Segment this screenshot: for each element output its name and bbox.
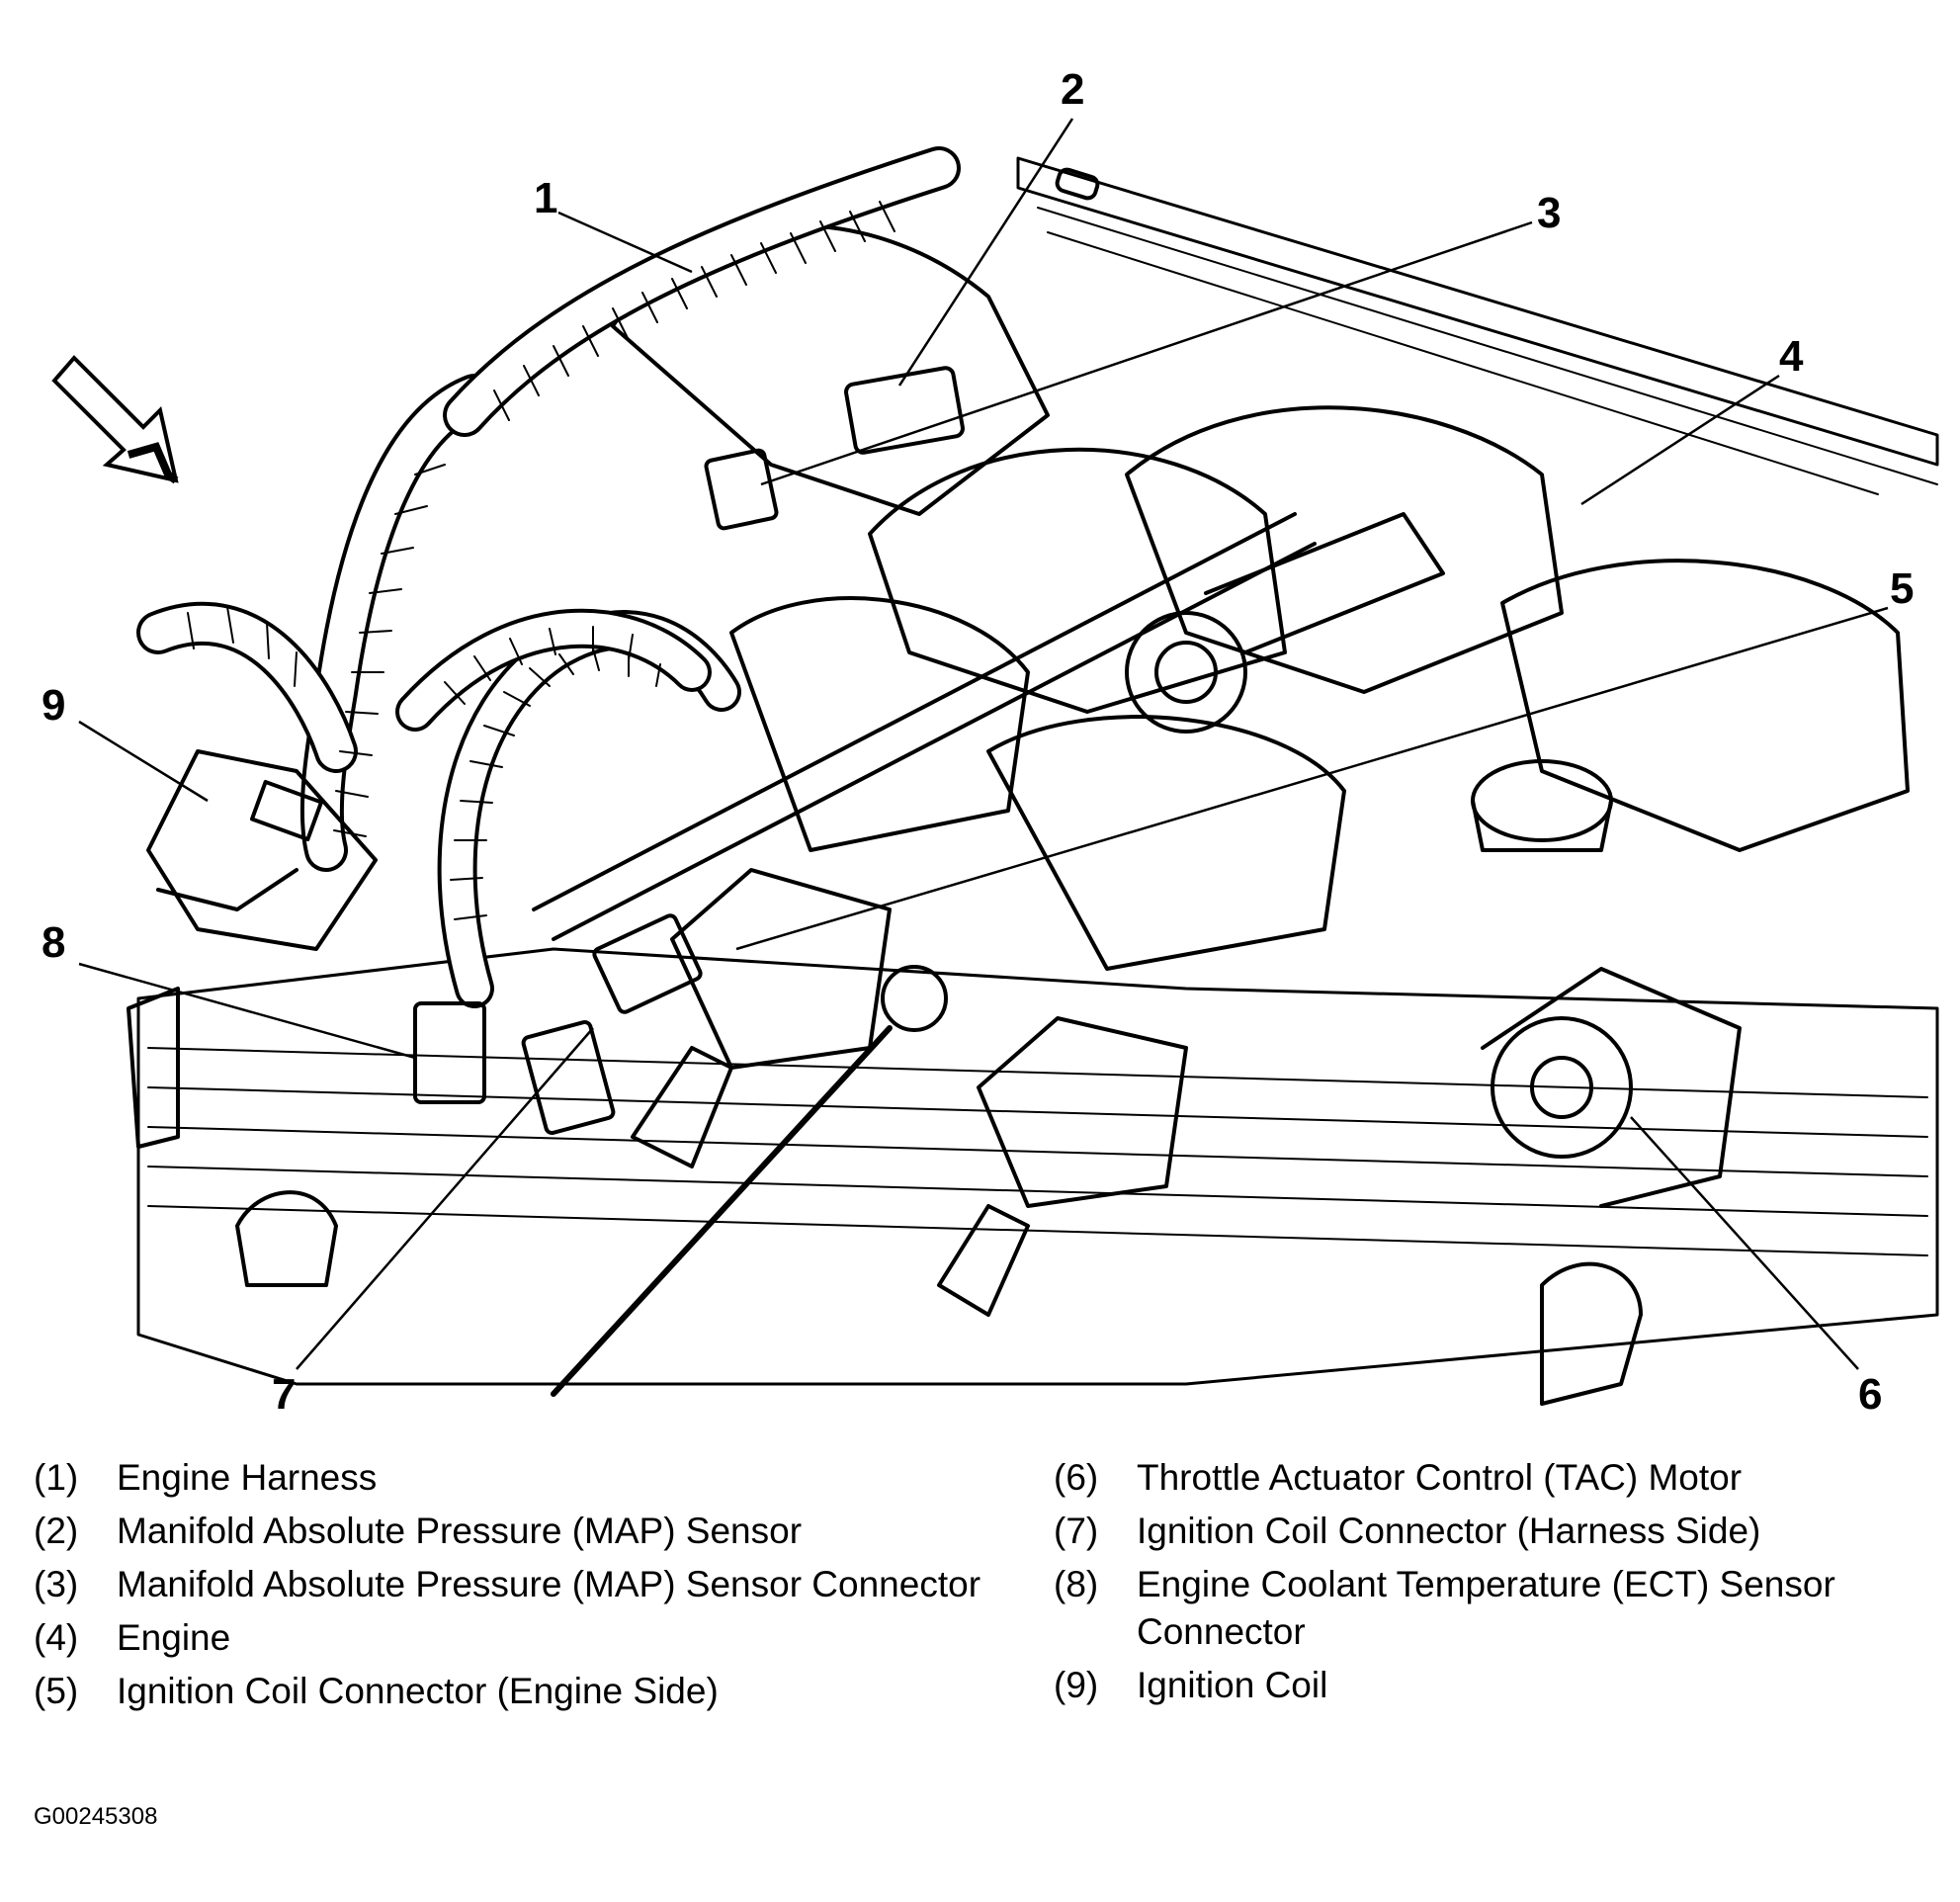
legend-item-3: (3) Manifold Absolute Pressure (MAP) Sen… [34, 1558, 982, 1611]
callout-8: 8 [42, 918, 65, 967]
engine-diagram: 1 2 3 4 5 6 7 8 9 [42, 65, 1939, 1419]
legend-item-5: (5) Ignition Coil Connector (Engine Side… [34, 1665, 982, 1718]
legend-item-8: (8) Engine Coolant Temperature (ECT) Sen… [1054, 1558, 1943, 1659]
legend-left: (1) Engine Harness (2) Manifold Absolute… [34, 1451, 982, 1718]
legend-number: (5) [34, 1671, 79, 1711]
legend-text: Throttle Actuator Control (TAC) Motor [1137, 1457, 1743, 1498]
direction-arrow-icon [51, 355, 179, 484]
callout-numbers: 1 2 3 4 5 6 7 8 9 [42, 65, 1914, 1419]
legend-right: (6) Throttle Actuator Control (TAC) Moto… [1054, 1451, 1943, 1712]
leader-lines [78, 118, 1889, 1370]
legend-item-1: (1) Engine Harness [34, 1451, 982, 1505]
legend-number: (9) [1054, 1665, 1099, 1705]
legend-text: Ignition Coil [1137, 1665, 1328, 1705]
callout-3: 3 [1537, 189, 1561, 237]
legend-number: (1) [34, 1457, 79, 1498]
engine-illustration: 1 2 3 4 5 6 7 8 9 [42, 65, 1939, 1419]
legend-number: (4) [34, 1617, 79, 1658]
legend-text: Manifold Absolute Pressure (MAP) Sensor [117, 1511, 803, 1551]
legend-number: (7) [1054, 1511, 1099, 1551]
legend-number: (8) [1054, 1564, 1099, 1604]
callout-2: 2 [1061, 65, 1084, 114]
callout-9: 9 [42, 681, 65, 730]
legend-item-4: (4) Engine [34, 1611, 982, 1665]
legend-item-7: (7) Ignition Coil Connector (Harness Sid… [1054, 1505, 1943, 1558]
callout-4: 4 [1779, 332, 1804, 381]
callout-1: 1 [534, 174, 557, 222]
callout-7: 7 [272, 1370, 296, 1419]
legend-number: (2) [34, 1511, 79, 1551]
figure-id: G00245308 [34, 1803, 158, 1830]
legend-number: (6) [1054, 1457, 1099, 1498]
legend-text: Ignition Coil Connector (Engine Side) [117, 1671, 719, 1711]
legend-text: Engine Harness [117, 1457, 378, 1498]
callout-5: 5 [1890, 564, 1914, 613]
legend-text: Engine [117, 1617, 231, 1658]
legend-text: Engine Coolant Temperature (ECT) Sensor … [1137, 1564, 1835, 1652]
legend-text: Manifold Absolute Pressure (MAP) Sensor … [117, 1564, 981, 1604]
legend-item-9: (9) Ignition Coil [1054, 1659, 1943, 1712]
legend-item-2: (2) Manifold Absolute Pressure (MAP) Sen… [34, 1505, 982, 1558]
legend-number: (3) [34, 1564, 79, 1604]
callout-6: 6 [1858, 1370, 1882, 1419]
legend-item-6: (6) Throttle Actuator Control (TAC) Moto… [1054, 1451, 1943, 1505]
legend-text: Ignition Coil Connector (Harness Side) [1137, 1511, 1761, 1551]
